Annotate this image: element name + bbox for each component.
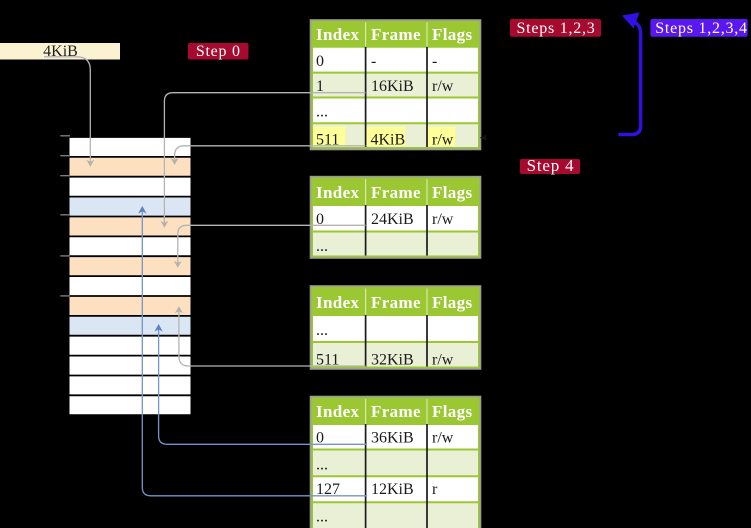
svg-text:r: r <box>432 481 438 498</box>
svg-text:Index: Index <box>316 183 359 202</box>
svg-text:...: ... <box>316 509 328 526</box>
svg-text:Index: Index <box>316 402 359 421</box>
svg-text:Frame: Frame <box>371 183 421 202</box>
svg-text:127: 127 <box>316 481 340 498</box>
svg-text:r/w: r/w <box>432 78 454 95</box>
svg-text:Steps 1,2,3: Steps 1,2,3 <box>517 20 596 37</box>
svg-text:511: 511 <box>316 132 339 149</box>
svg-text:-: - <box>432 53 437 70</box>
svg-text:16KiB: 16KiB <box>371 78 414 95</box>
svg-text:...: ... <box>316 456 328 473</box>
svg-text:...: ... <box>316 322 328 339</box>
svg-text:32KiB: 32KiB <box>371 351 414 368</box>
svg-text:36KiB: 36KiB <box>371 429 414 446</box>
svg-text:Flags: Flags <box>432 183 473 202</box>
svg-text:Flags: Flags <box>432 25 473 44</box>
svg-text:0: 0 <box>316 53 324 70</box>
svg-text:Frame: Frame <box>371 293 421 312</box>
svg-text:r/w: r/w <box>432 429 454 446</box>
svg-text:Flags: Flags <box>432 293 473 312</box>
svg-text:24KiB: 24KiB <box>371 211 414 228</box>
svg-text:Steps 1,2,3,4: Steps 1,2,3,4 <box>655 20 747 37</box>
svg-text:r/w: r/w <box>432 211 454 228</box>
svg-text:12KiB: 12KiB <box>371 481 414 498</box>
svg-text:...: ... <box>316 238 328 255</box>
svg-text:-: - <box>371 53 376 70</box>
svg-text:r/w: r/w <box>432 351 454 368</box>
svg-text:Step 4: Step 4 <box>527 156 575 175</box>
svg-text:511: 511 <box>316 351 339 368</box>
svg-text:0: 0 <box>316 429 324 446</box>
svg-text:...: ... <box>316 104 328 121</box>
svg-text:0: 0 <box>316 211 324 228</box>
svg-text:r/w: r/w <box>432 132 454 149</box>
svg-text:Frame: Frame <box>371 402 421 421</box>
svg-text:Index: Index <box>316 25 359 44</box>
svg-text:4KiB: 4KiB <box>43 43 78 60</box>
svg-text:Frame: Frame <box>371 25 421 44</box>
svg-text:Index: Index <box>316 293 359 312</box>
svg-text:1: 1 <box>316 78 324 95</box>
svg-text:4KiB: 4KiB <box>371 132 406 149</box>
svg-text:Step 0: Step 0 <box>196 43 241 60</box>
svg-text:Flags: Flags <box>432 402 473 421</box>
